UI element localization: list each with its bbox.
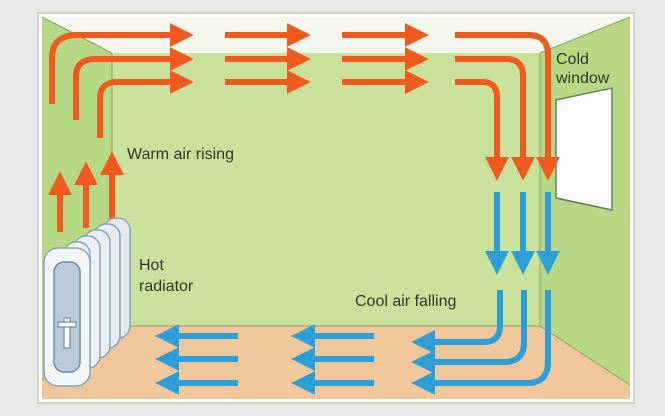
hot-radiator — [43, 217, 131, 387]
cold-window-label-line2: window — [556, 70, 610, 87]
warm-curve-arrow — [97, 70, 194, 138]
cool-curve-arrow — [411, 290, 527, 374]
warm-down-arrow — [455, 32, 560, 181]
back-wall — [112, 53, 540, 326]
hot-radiator-label-line2: radiator — [139, 278, 194, 295]
hot-radiator-label-line1: Hot — [139, 257, 164, 274]
warm-air-label: Warm air rising — [127, 146, 234, 163]
warm-curve-arrow — [73, 47, 194, 120]
radiator-valve — [63, 317, 71, 349]
cool-curve-arrow — [411, 290, 551, 395]
room-edges — [41, 16, 631, 386]
warm-down-arrow — [455, 79, 509, 181]
warm-air-arrows — [48, 23, 560, 232]
cool-air-arrows — [155, 192, 560, 395]
cool-curve-arrow — [411, 290, 503, 354]
warm-curve-arrow — [49, 23, 194, 104]
cool-air-label: Cool air falling — [355, 293, 457, 310]
window-sill — [555, 197, 613, 211]
cold-window-label-line1: Cold — [556, 51, 589, 68]
radiator-panel — [53, 261, 81, 373]
warm-down-arrow — [455, 56, 535, 181]
cold-window — [555, 87, 613, 211]
